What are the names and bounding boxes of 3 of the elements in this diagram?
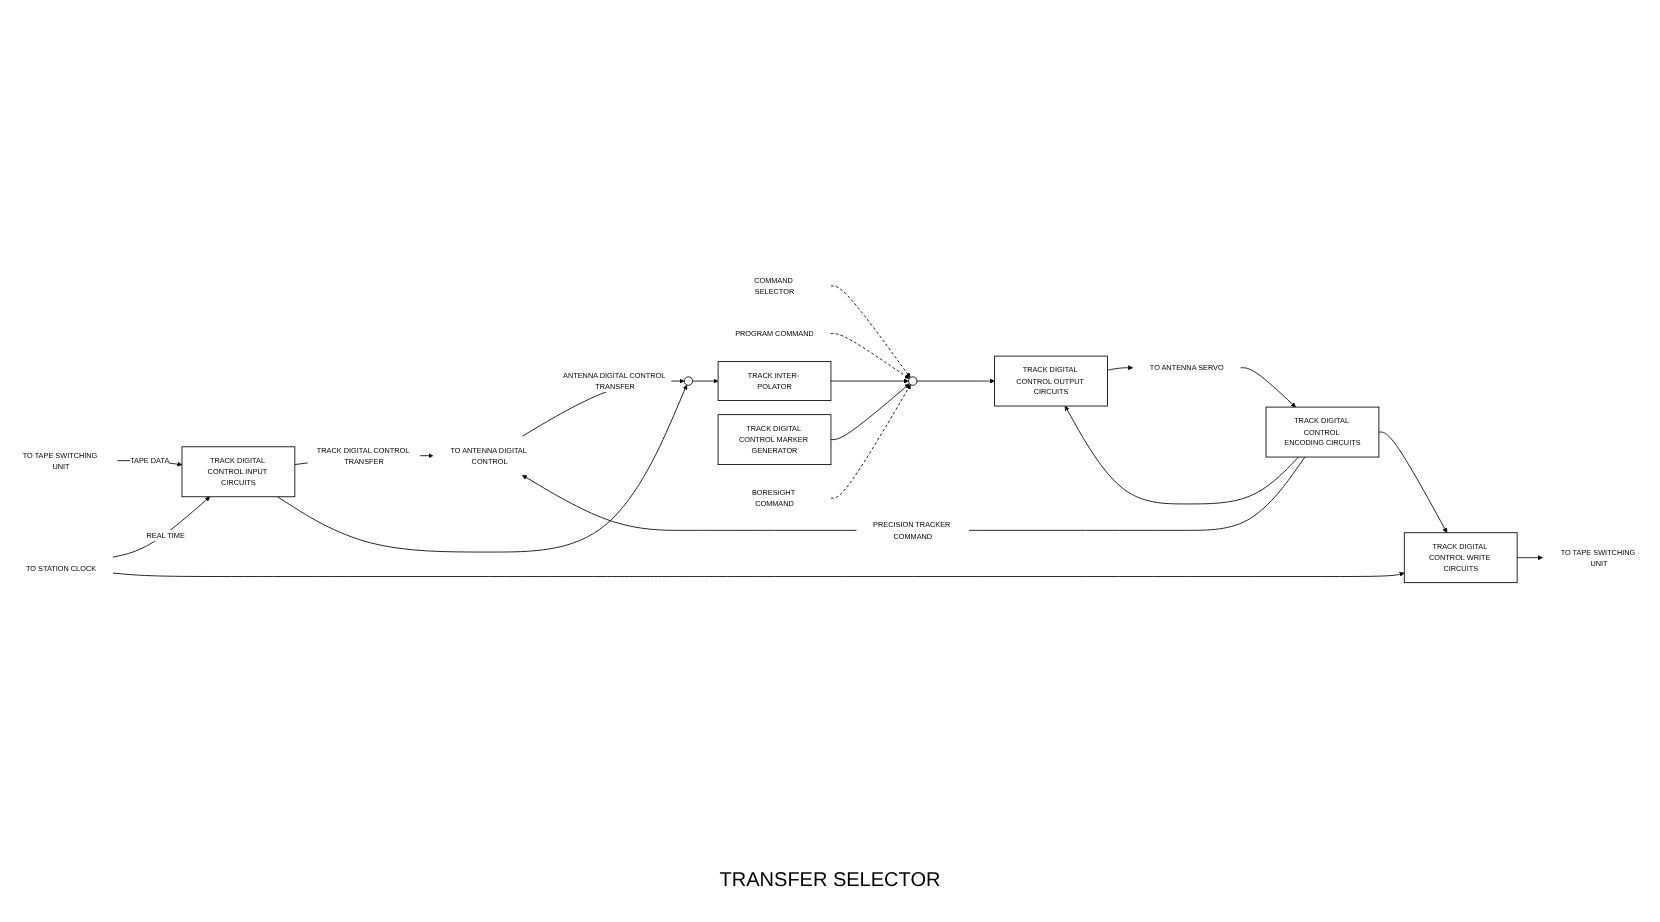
- switch-contact: [683, 376, 694, 387]
- switch-contact: [908, 376, 918, 387]
- selector-label: TRANSFER SELECTOR: [719, 869, 941, 891]
